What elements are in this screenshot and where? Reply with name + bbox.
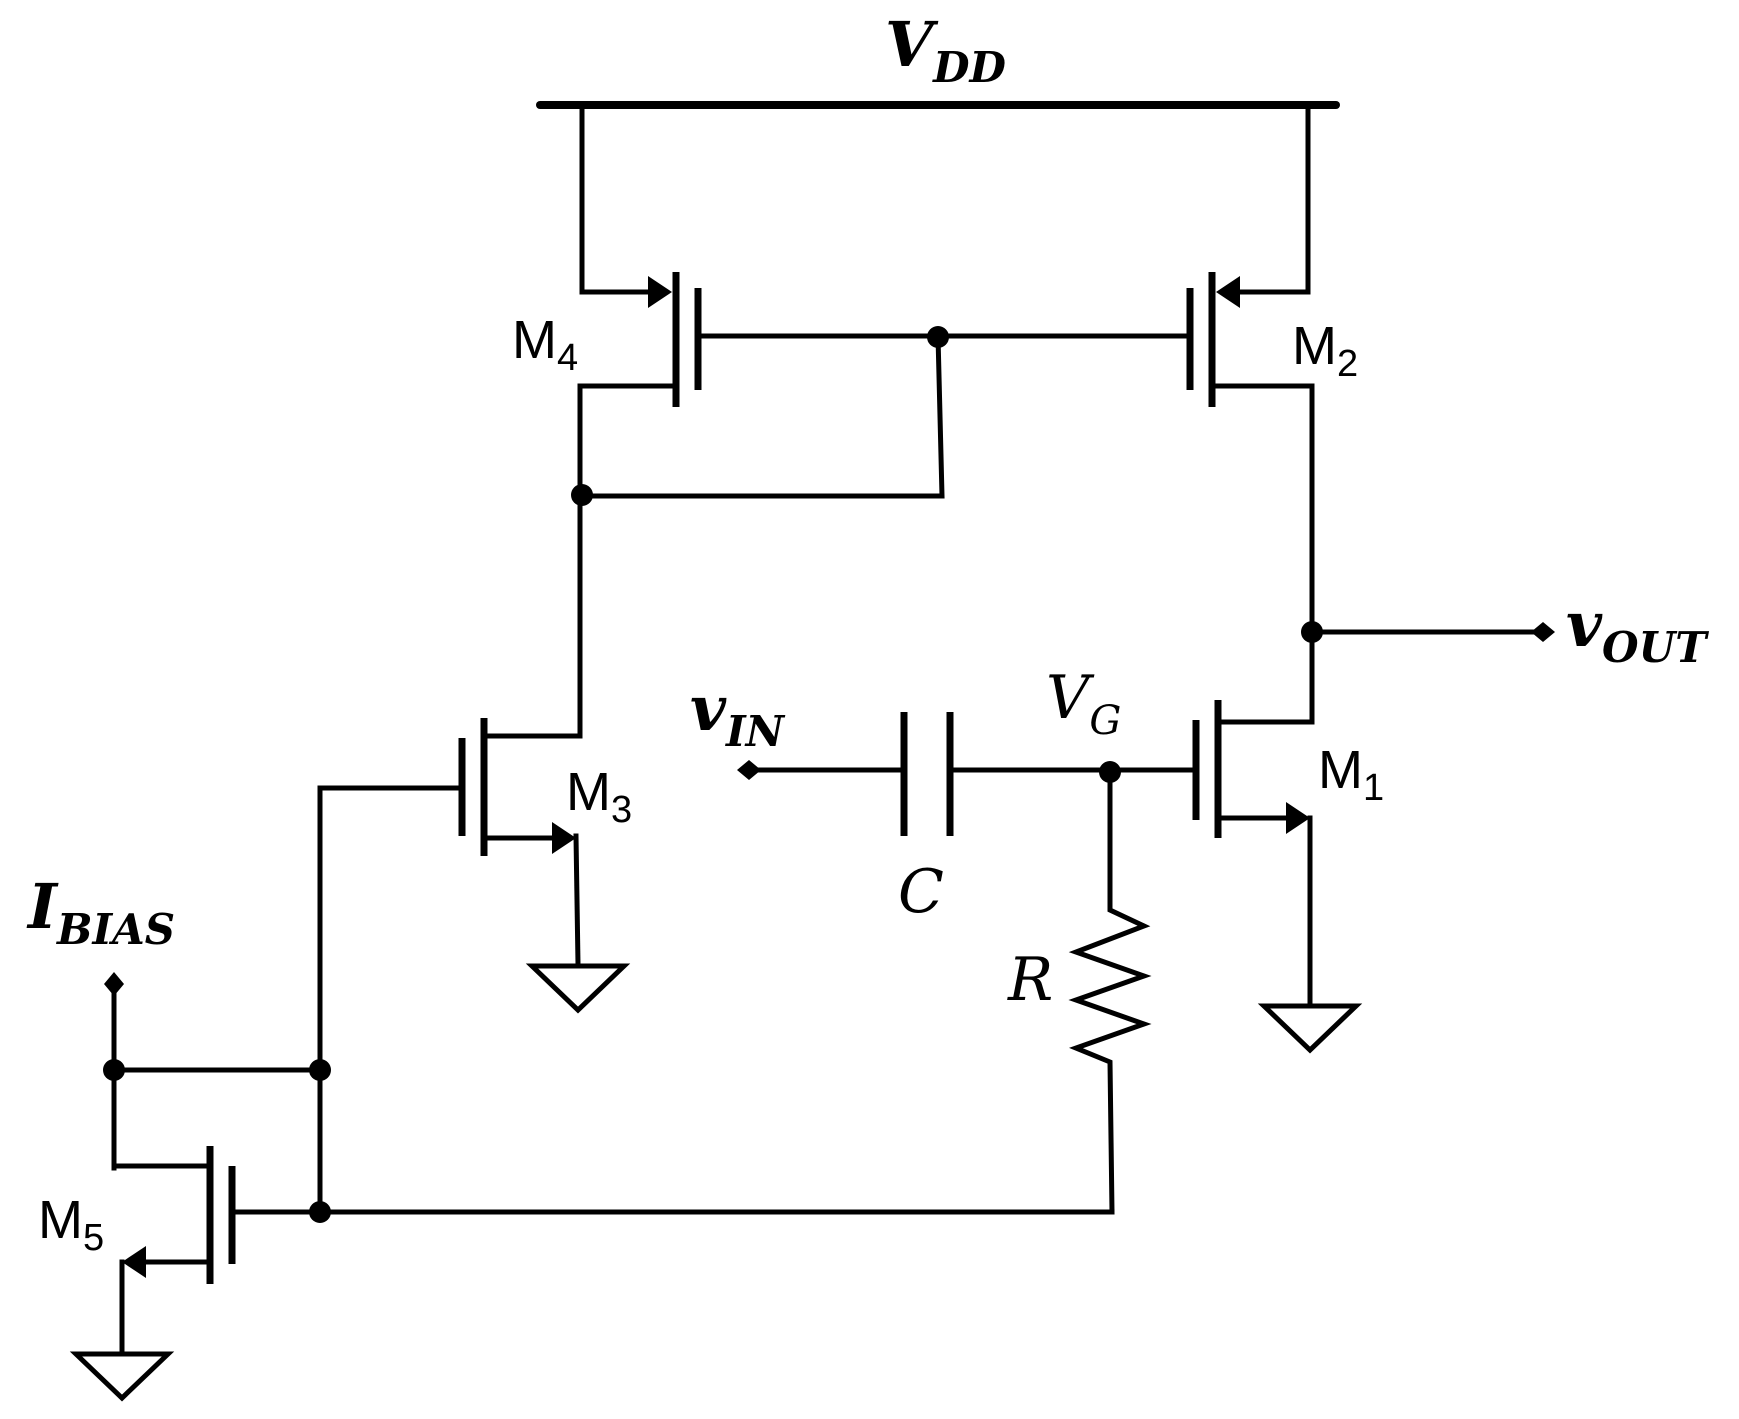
m2-source-arrow xyxy=(1216,276,1240,308)
vdd-label: VDD xyxy=(885,8,1007,92)
m4-label: M4 xyxy=(512,310,578,379)
transistor-m5 xyxy=(111,1146,1115,1355)
m2-source-wire xyxy=(1237,102,1311,295)
m5-gate-junction-dot xyxy=(309,1201,331,1223)
m3-ground-symbol xyxy=(525,963,631,1014)
m4-diode-wire xyxy=(577,333,945,499)
m3-source-arrow xyxy=(552,822,576,854)
transistor-m3 xyxy=(317,491,583,1071)
m2-label: M2 xyxy=(1292,316,1358,385)
m1-source-arrow xyxy=(1286,802,1310,834)
vg-label: VG xyxy=(1046,663,1121,744)
ibias-label: IBIAS xyxy=(26,870,175,954)
gate-junction-dot xyxy=(927,326,949,348)
m2-drain-wire xyxy=(1209,383,1315,725)
m5-label: M5 xyxy=(38,1190,104,1259)
transistor-m1 xyxy=(1192,700,1315,1007)
m4-source-arrow xyxy=(648,276,672,308)
ibias-junction-dot xyxy=(103,1059,125,1081)
vin-label: vIN xyxy=(690,672,786,756)
transistor-m2 xyxy=(1186,102,1315,725)
m1-label: M1 xyxy=(1318,740,1384,809)
vout-junction-dot xyxy=(1301,621,1323,643)
m1-ground-symbol xyxy=(1257,1003,1363,1054)
resistor-symbol xyxy=(1068,769,1152,1215)
m5-ground-symbol xyxy=(69,1351,175,1402)
vout-label: vOUT xyxy=(1566,588,1709,672)
m4-source-wire xyxy=(579,102,653,295)
m5-source-arrow xyxy=(122,1246,146,1278)
m3-gate-wire xyxy=(317,785,465,1071)
vout-terminal xyxy=(1531,622,1555,642)
capacitor-label: C xyxy=(898,857,944,927)
resistor-label: R xyxy=(1007,945,1053,1015)
m3-ground-wire xyxy=(573,833,581,967)
transistor-m4 xyxy=(577,102,702,497)
m3-label: M3 xyxy=(566,762,632,831)
m4-drain-wire xyxy=(577,383,679,497)
